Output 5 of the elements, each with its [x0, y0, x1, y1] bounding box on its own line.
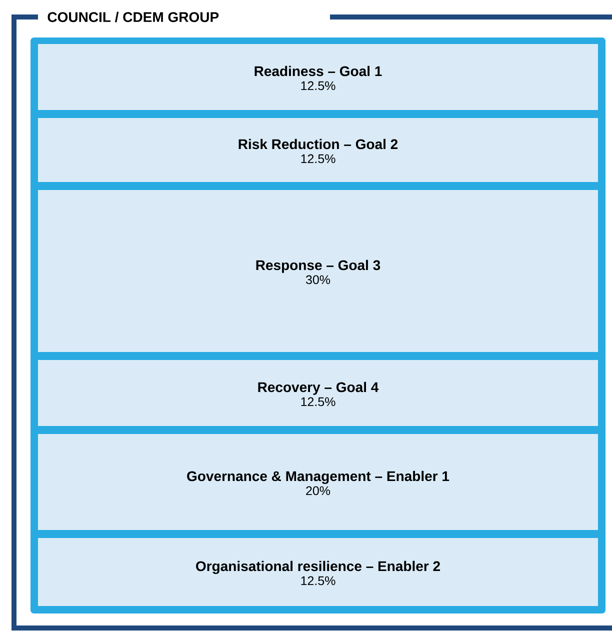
goal-box: Organisational resilience – Enabler 2 12.5% [34, 534, 602, 610]
goal-box: Readiness – Goal 1 12.5% [34, 40, 602, 114]
goal-box: Recovery – Goal 4 12.5% [34, 356, 602, 430]
goal-box: Governance & Management – Enabler 1 20% [34, 430, 602, 534]
goal-box: Risk Reduction – Goal 2 12.5% [34, 114, 602, 186]
